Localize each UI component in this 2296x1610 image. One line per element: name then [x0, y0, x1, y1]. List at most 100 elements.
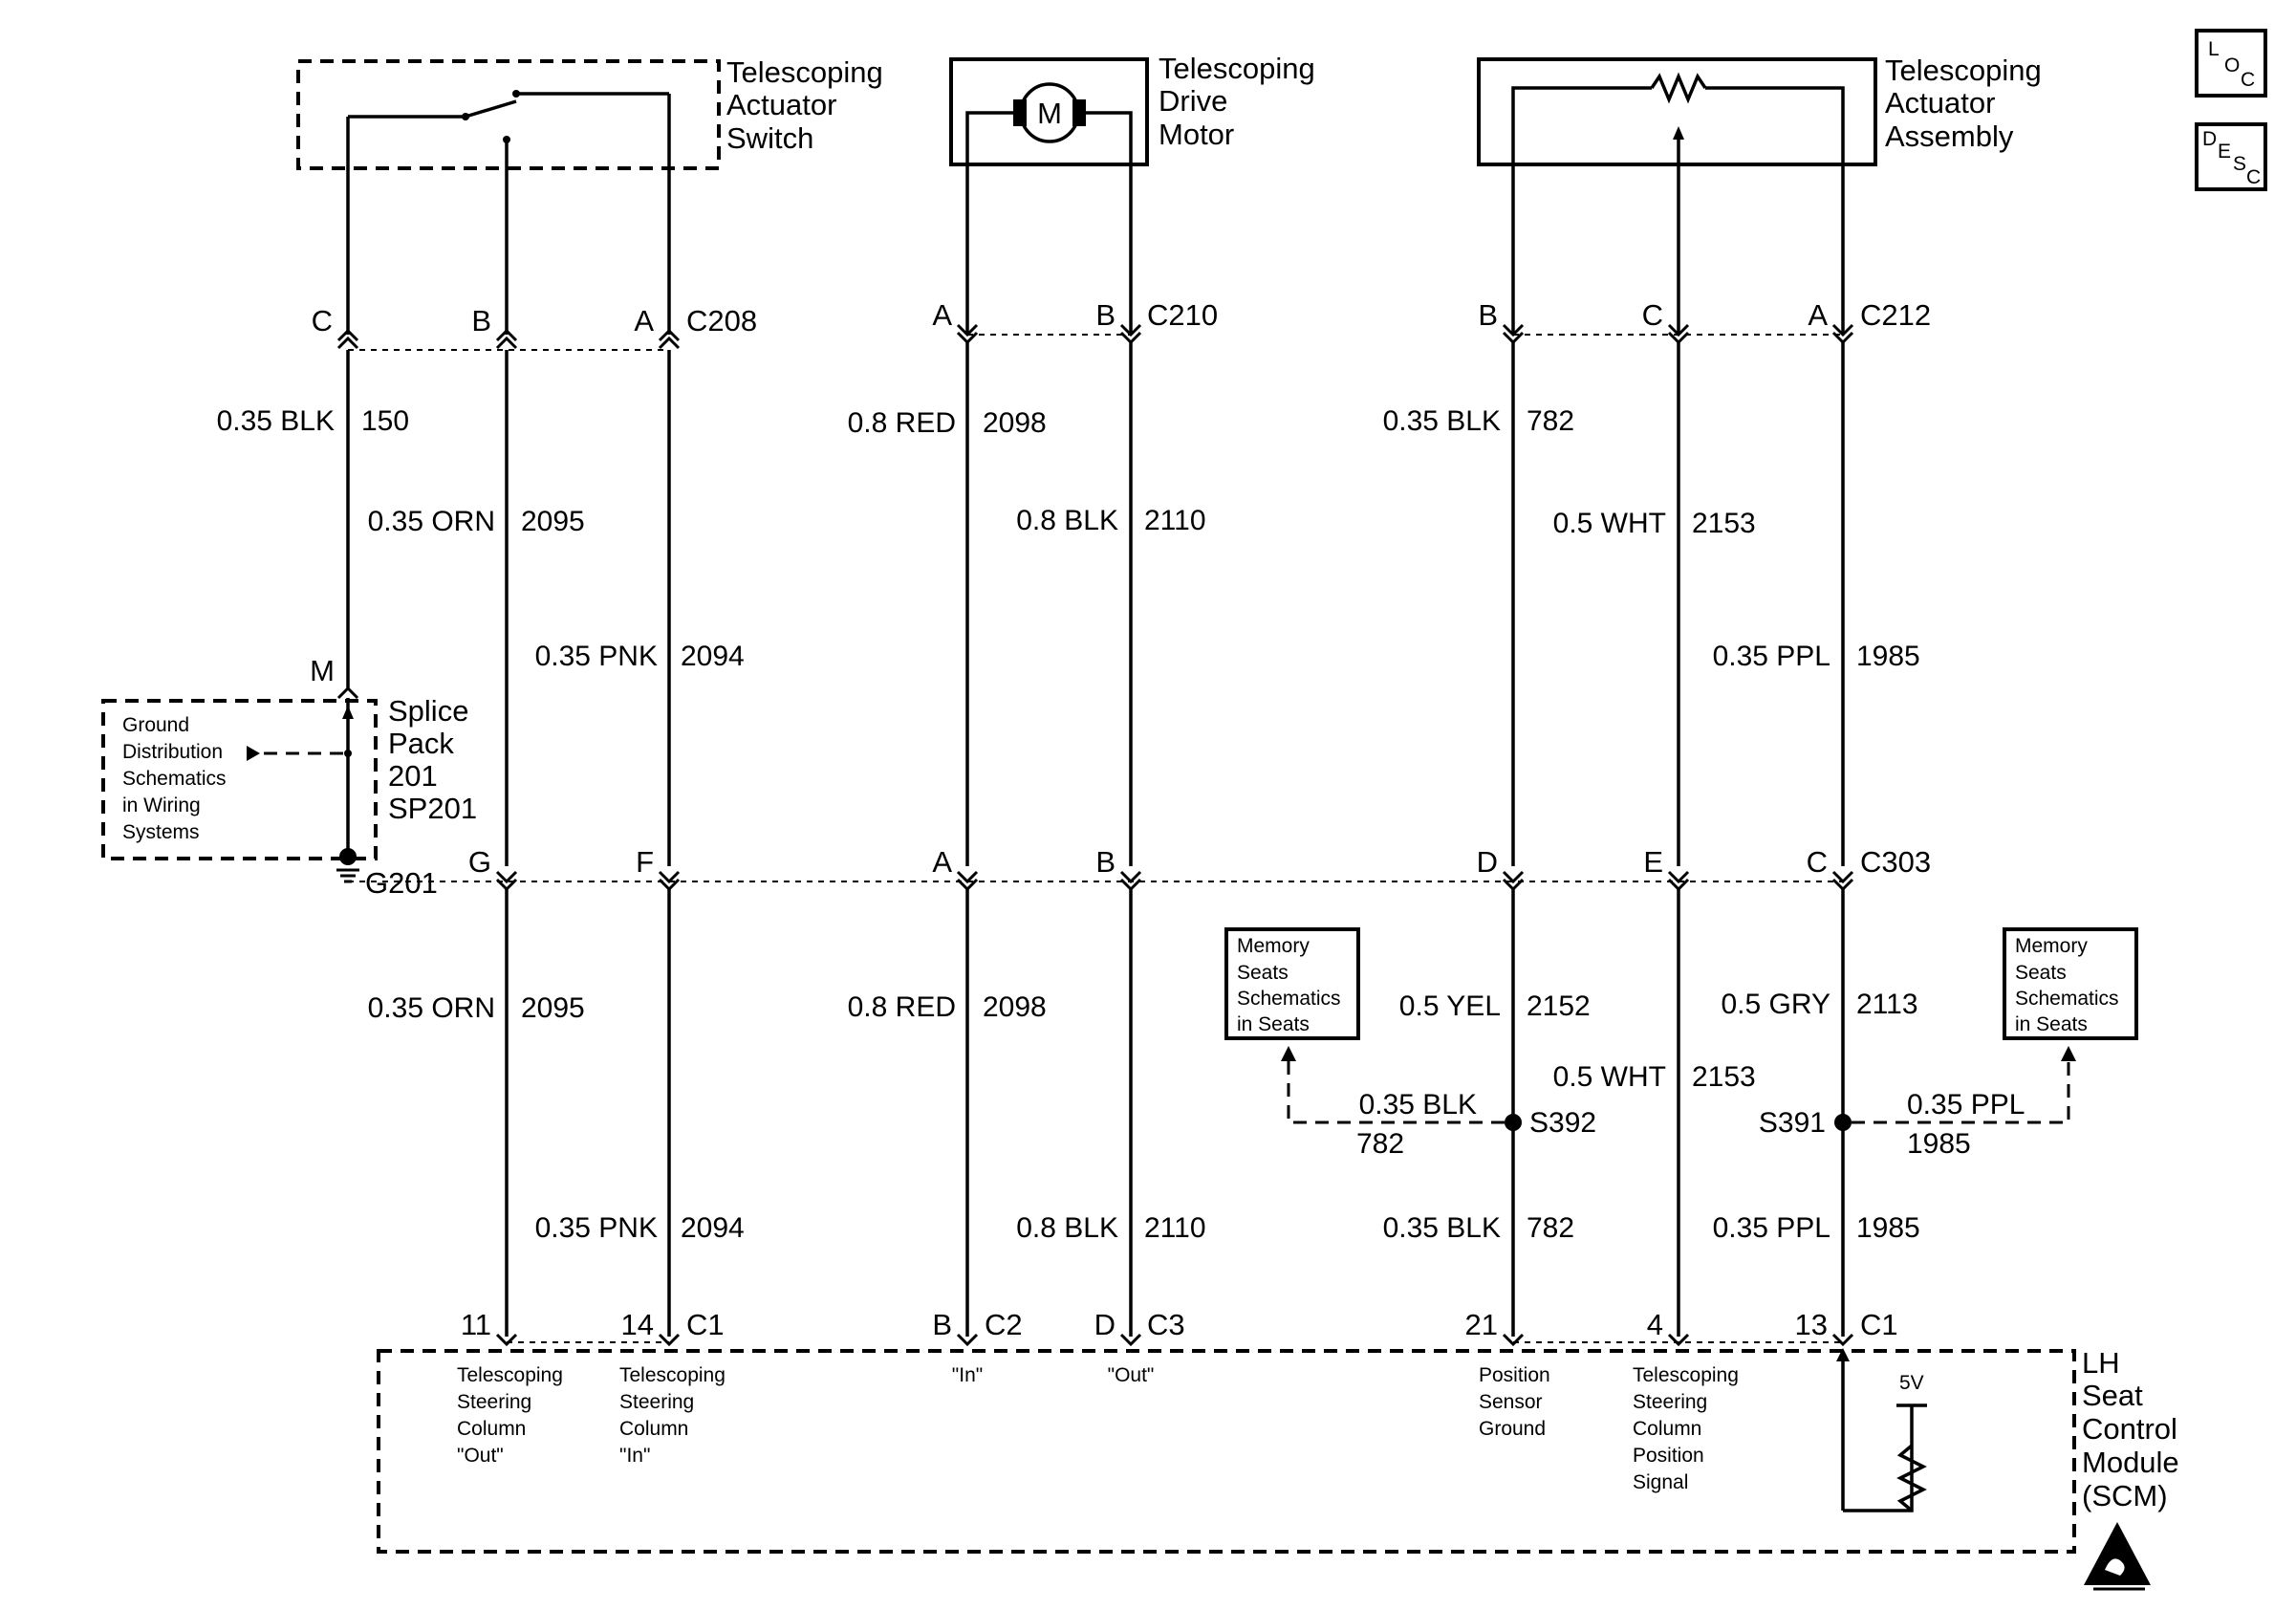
memory-left-line2: Seats	[1237, 962, 1289, 984]
c208-terminals	[336, 328, 681, 350]
wire-2153-lower-size: 0.5 WHT	[1553, 1061, 1666, 1093]
scm-label-in-line2: Steering	[619, 1391, 694, 1413]
scm-label-signal-line5: Signal	[1633, 1471, 1688, 1493]
branch-782-size: 0.35 BLK	[1359, 1089, 1477, 1120]
splice-pack-name-line2: Pack	[388, 727, 454, 760]
memory-right-line4: in Seats	[2015, 1013, 2088, 1035]
scm-c3-label: C3	[1147, 1308, 1185, 1341]
splice-pack-sp201	[101, 685, 378, 883]
ground-note-line3: Schematics	[122, 768, 227, 790]
loc-letter-o: O	[2224, 54, 2240, 76]
wire-1985-upper-circuit: 1985	[1856, 641, 1920, 672]
wire-2153-upper-size: 0.5 WHT	[1553, 508, 1666, 539]
wire-2152-size: 0.5 YEL	[1399, 990, 1501, 1022]
c210-connector-label: C210	[1147, 298, 1218, 332]
splice-pin-m: M	[310, 654, 335, 687]
wire-2113-circuit: 2113	[1856, 989, 1918, 1020]
memory-left-line4: in Seats	[1237, 1013, 1310, 1035]
wire-2094-upper-circuit: 2094	[681, 641, 745, 672]
scm-label-signal-line3: Column	[1633, 1418, 1701, 1440]
scm-label-out-line2: Steering	[457, 1391, 531, 1413]
motor-symbol: M	[1037, 97, 1062, 130]
c212-connector-label: C212	[1860, 298, 1931, 332]
scm-label-in-line4: "In"	[619, 1445, 650, 1467]
memory-left-line1: Memory	[1237, 935, 1310, 957]
scm-label-signal-line1: Telescoping	[1633, 1364, 1739, 1386]
scm-label-out-line1: Telescoping	[457, 1364, 563, 1386]
component-description-icon[interactable]: D E S C	[2195, 122, 2267, 191]
c303-pin-g: G	[468, 845, 491, 879]
scm-name-line4: Module	[2082, 1446, 2179, 1479]
wire-2094-lower-circuit: 2094	[681, 1212, 745, 1244]
branch-782-circuit: 782	[1356, 1128, 1404, 1160]
scm-label-out-line3: Column	[457, 1418, 526, 1440]
wire-2113-size: 0.5 GRY	[1721, 989, 1830, 1020]
wire-2098-lower-circuit: 2098	[983, 991, 1047, 1023]
wire-2098-upper-circuit: 2098	[983, 407, 1047, 439]
scm-pin-21: 21	[1465, 1308, 1498, 1341]
c208-pin-a: A	[634, 304, 654, 337]
loc-letter-l: L	[2208, 38, 2220, 60]
scm-pin-14: 14	[621, 1308, 654, 1341]
scm-name-line2: Seat	[2082, 1379, 2143, 1412]
component-location-icon[interactable]: L O C	[2195, 29, 2267, 98]
memory-right-line1: Memory	[2015, 935, 2088, 957]
c303-connector-label: C303	[1860, 845, 1931, 879]
lh-seat-control-module	[377, 1348, 2076, 1554]
desc-letter-c: C	[2246, 166, 2261, 188]
c212-pin-b: B	[1478, 298, 1498, 332]
scm-name-line5: (SCM)	[2082, 1479, 2168, 1512]
s392-label: S392	[1529, 1107, 1596, 1139]
branch-1985-size: 0.35 PPL	[1907, 1089, 2025, 1120]
c208-pin-c: C	[312, 304, 333, 337]
wire-150-circuit: 150	[361, 405, 409, 437]
wire-782-upper-size: 0.35 BLK	[1383, 405, 1501, 437]
desc-letter-d: D	[2202, 128, 2217, 150]
s391-label: S391	[1759, 1107, 1826, 1139]
memory-seats-note-left[interactable]: Memory Seats Schematics in Seats	[1224, 927, 1360, 1040]
scm-name-line1: LH	[2082, 1346, 2120, 1380]
memory-right-line2: Seats	[2015, 962, 2067, 984]
c212-pin-c: C	[1642, 298, 1663, 332]
memory-seats-note-right[interactable]: Memory Seats Schematics in Seats	[2003, 927, 2138, 1040]
motor-name-line3: Motor	[1159, 118, 1234, 151]
scm-label-in-line3: Column	[619, 1418, 688, 1440]
motor-name-line2: Drive	[1159, 84, 1227, 118]
scm-label-ground-line3: Ground	[1479, 1418, 1546, 1440]
scm-label-ground-line2: Sensor	[1479, 1391, 1543, 1413]
c210-pin-b: B	[1095, 298, 1116, 332]
loc-letter-c: C	[2241, 69, 2255, 91]
ground-note-line1: Ground	[122, 714, 189, 736]
wire-2110-upper-size: 0.8 BLK	[1016, 505, 1118, 536]
wire-2110-lower-circuit: 2110	[1144, 1212, 1206, 1244]
ground-note-line5: Systems	[122, 821, 200, 843]
scm-label-out-line4: "Out"	[457, 1445, 504, 1467]
motor-name-line1: Telescoping	[1159, 52, 1315, 85]
wire-2094-lower-size: 0.35 PNK	[535, 1212, 658, 1244]
scm-pin-b: B	[932, 1308, 952, 1341]
scm-name-line3: Control	[2082, 1412, 2177, 1446]
scm-label-motor-in: "In"	[952, 1364, 983, 1386]
wire-2098-lower-size: 0.8 RED	[848, 991, 956, 1023]
scm-label-ground-line1: Position	[1479, 1364, 1550, 1386]
switch-name-line2: Actuator	[726, 88, 836, 121]
scm-c1-left-label: C1	[686, 1308, 725, 1341]
splice-pack-name-line4: SP201	[388, 792, 477, 825]
c303-pin-f: F	[636, 845, 654, 879]
c303-pin-d: D	[1477, 845, 1498, 879]
c210-pin-a: A	[932, 298, 952, 332]
desc-letter-e: E	[2218, 141, 2231, 163]
splice-s391	[1834, 1046, 2076, 1131]
wire-2098-upper-size: 0.8 RED	[848, 407, 956, 439]
wire-150-size: 0.35 BLK	[217, 405, 335, 437]
wire-1985-lower-size: 0.35 PPL	[1713, 1212, 1830, 1244]
memory-right-line3: Schematics	[2015, 988, 2119, 1010]
c208-connector-label: C208	[686, 304, 757, 337]
c303-pin-a: A	[932, 845, 952, 879]
scm-pin-d: D	[1094, 1308, 1116, 1341]
scm-c2-label: C2	[985, 1308, 1023, 1341]
telescoping-actuator-assembly	[1477, 57, 1877, 335]
ground-distribution-note[interactable]: Ground Distribution Schematics in Wiring…	[122, 714, 227, 843]
scm-label-signal-line2: Steering	[1633, 1391, 1707, 1413]
